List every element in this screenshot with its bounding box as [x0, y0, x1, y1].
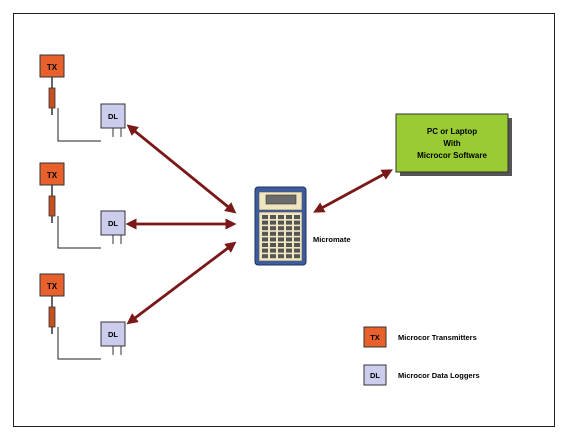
keypad-key — [262, 220, 268, 225]
keypad-key — [270, 226, 276, 231]
legend-dl-symbol: DL — [370, 371, 380, 380]
cable-3 — [57, 327, 101, 360]
link-arrow-logger-1 — [126, 124, 237, 214]
keypad-key — [286, 215, 292, 219]
data-logger-label-1: DL — [108, 112, 118, 121]
legend-dl-swatch — [363, 364, 387, 386]
probe-2 — [48, 195, 56, 217]
keypad-key — [270, 248, 276, 253]
legend-tx-label: Microcor Transmitters — [398, 333, 477, 342]
computer-node: PC or Laptop With Microcor Software — [395, 113, 512, 176]
data-logger-label-3: DL — [108, 330, 118, 339]
transmitter-label-3: TX — [47, 282, 58, 291]
keypad-key — [286, 243, 292, 247]
legend-tx-swatch — [363, 326, 387, 348]
arrows — [125, 124, 393, 325]
micromate-label: Micromate — [313, 235, 351, 244]
transmitter-group-2: TX DL — [39, 162, 126, 249]
transmitter-group-3: TX DL — [39, 273, 126, 360]
computer-label-line1: PC or Laptop — [427, 127, 477, 136]
keypad-key — [270, 215, 276, 219]
keypad-key — [262, 237, 268, 242]
transmitter-label-2: TX — [47, 171, 58, 180]
keypad-key — [294, 254, 300, 259]
keypad-key — [294, 215, 300, 219]
device-keypad-panel — [258, 211, 303, 262]
probe-1 — [48, 87, 56, 109]
keypad-key — [262, 254, 268, 259]
link-arrow-computer — [313, 169, 393, 213]
keypad-key — [262, 243, 268, 247]
legend-tx-symbol: TX — [370, 333, 380, 342]
keypad-key — [270, 243, 276, 247]
computer-label-line2: With — [443, 139, 460, 148]
keypad-key — [286, 254, 292, 259]
transmitter-group-1: TX DL — [39, 54, 126, 142]
link-arrow-logger-3 — [126, 241, 237, 325]
keypad-key — [278, 248, 284, 253]
keypad-key — [294, 231, 300, 236]
keypad-key — [294, 226, 300, 231]
keypad-key — [270, 237, 276, 242]
data-logger-box-3 — [100, 321, 126, 347]
computer-label-line3: Microcor Software — [417, 151, 487, 160]
keypad-key — [262, 215, 268, 219]
keypad-key — [294, 237, 300, 242]
keypad-key — [294, 220, 300, 225]
device-display — [265, 194, 297, 205]
keypad-key — [294, 248, 300, 253]
legend-dl-label: Microcor Data Loggers — [398, 371, 480, 380]
keypad-key — [286, 248, 292, 253]
keypad-key — [294, 243, 300, 247]
transmitter-label-1: TX — [47, 63, 58, 72]
keypad-key — [286, 220, 292, 225]
keypad-key — [286, 231, 292, 236]
computer-box — [395, 113, 509, 173]
data-logger-label-2: DL — [108, 219, 118, 228]
cable-2 — [57, 216, 101, 249]
keypad-key — [270, 231, 276, 236]
keypad-key — [262, 248, 268, 253]
cable-1 — [57, 108, 101, 142]
keypad-key — [262, 226, 268, 231]
keypad-key — [278, 231, 284, 236]
keypad-key — [286, 226, 292, 231]
micromate-device: Micromate — [254, 186, 351, 266]
device-keypad — [262, 215, 300, 259]
keypad-key — [278, 220, 284, 225]
probe-3 — [48, 306, 56, 328]
keypad-key — [278, 215, 284, 219]
legend: TX Microcor Transmitters DL Microcor Dat… — [363, 326, 480, 386]
keypad-key — [278, 237, 284, 242]
keypad-key — [262, 231, 268, 236]
keypad-key — [278, 254, 284, 259]
keypad-key — [270, 254, 276, 259]
keypad-key — [270, 220, 276, 225]
keypad-key — [278, 226, 284, 231]
keypad-key — [286, 237, 292, 242]
keypad-key — [278, 243, 284, 247]
